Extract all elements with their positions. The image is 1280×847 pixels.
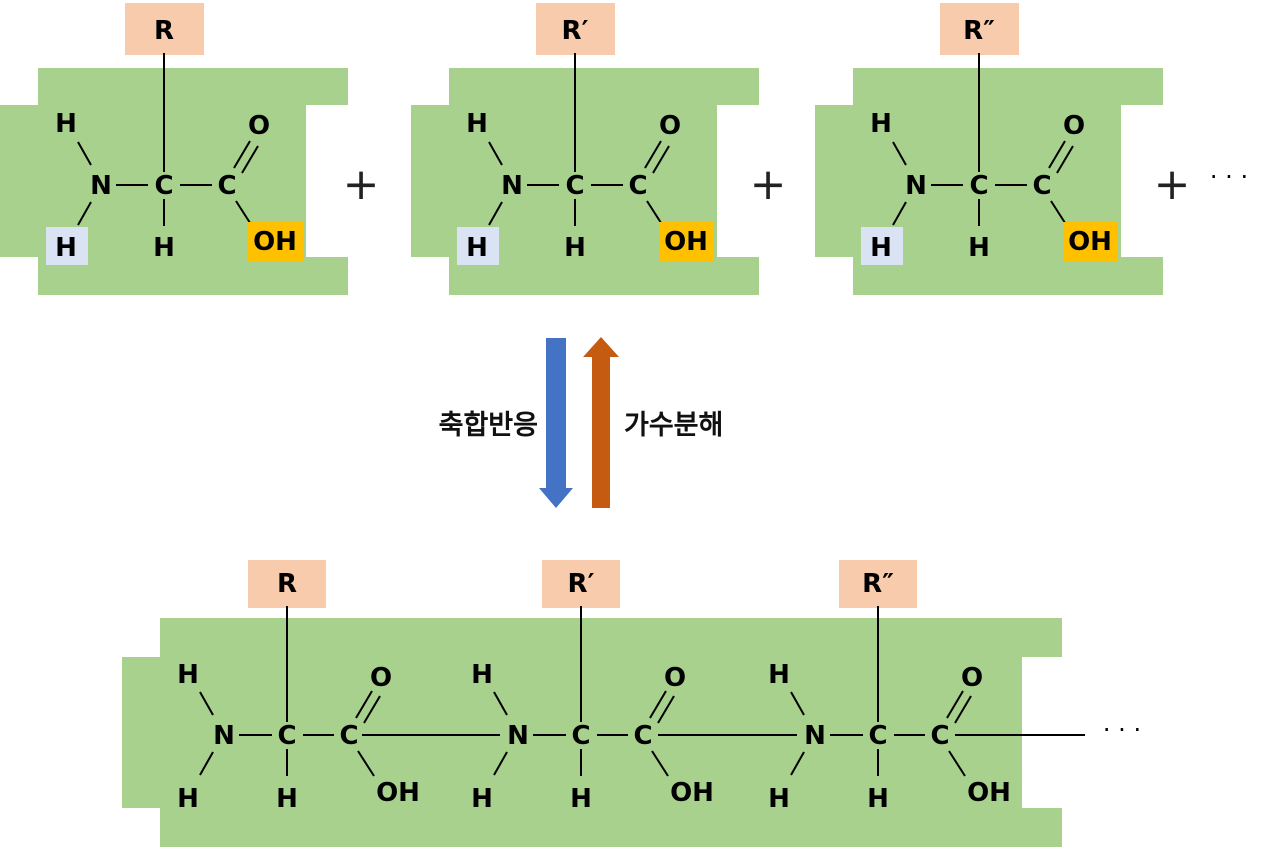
h-alpha: H: [564, 233, 586, 263]
r-group-box: [839, 560, 917, 608]
n-atom: N: [501, 171, 523, 201]
amino-acid-3: R″ H N C C O H H OH: [815, 3, 1163, 295]
oh-group: OH: [670, 778, 714, 808]
r-group-box: [542, 560, 620, 608]
plus-sign-1: +: [343, 159, 380, 210]
r-group-label: R: [154, 16, 174, 46]
c-carbonyl: C: [628, 171, 647, 201]
oh-box: [248, 222, 303, 262]
o-atom: O: [248, 111, 270, 141]
amino-acid-2: R′ H N C C O H H OH: [411, 3, 759, 295]
c-carbonyl: C: [633, 721, 652, 751]
h-alpha: H: [968, 233, 990, 263]
r-group-label: R: [277, 569, 297, 599]
oh-box: [659, 222, 714, 262]
h-bottom: H: [55, 233, 77, 263]
c-carbonyl: C: [930, 721, 949, 751]
polymer-unit-3: R″ H N C C O H H OH: [768, 560, 1011, 814]
h-box: [46, 227, 88, 265]
oh-group: OH: [664, 227, 708, 257]
o-atom: O: [961, 663, 983, 693]
n-atom: N: [213, 721, 235, 751]
oh-box: [1063, 222, 1118, 262]
n-atom: N: [507, 721, 529, 751]
c-alpha: C: [868, 721, 887, 751]
c-carbonyl: C: [1032, 171, 1051, 201]
o-atom: O: [370, 663, 392, 693]
o-atom: O: [659, 111, 681, 141]
h-alpha: H: [570, 784, 592, 814]
r-group-box: [940, 3, 1019, 55]
h-bottom: H: [768, 784, 790, 814]
r-group-box: [125, 3, 204, 55]
reaction-arrows: 축합반응 가수분해: [439, 337, 723, 508]
polymer-unit-1: R H N C C O H H OH: [177, 560, 420, 814]
h-top: H: [471, 660, 493, 690]
c-carbonyl: C: [339, 721, 358, 751]
c-carbonyl: C: [217, 171, 236, 201]
polymer-unit-2: R′ H N C C O H H OH: [471, 560, 714, 814]
n-atom: N: [905, 171, 927, 201]
r-group-label: R′: [562, 16, 589, 46]
c-alpha: C: [571, 721, 590, 751]
h-top: H: [55, 109, 77, 139]
h-alpha: H: [153, 233, 175, 263]
ellipsis-polymer: · · ·: [1103, 716, 1141, 744]
oh-group: OH: [253, 227, 297, 257]
polypeptide: · · · R H N C C O H H OH R′: [122, 560, 1141, 847]
ellipsis-top: · · ·: [1210, 163, 1248, 191]
r-group-label: R″: [862, 569, 894, 599]
condensation-arrow: [539, 338, 573, 508]
h-bottom: H: [466, 233, 488, 263]
c-alpha: C: [969, 171, 988, 201]
c-alpha: C: [277, 721, 296, 751]
hydrolysis-arrow: [583, 337, 619, 508]
o-atom: O: [1063, 111, 1085, 141]
o-atom: O: [664, 663, 686, 693]
n-atom: N: [90, 171, 112, 201]
h-top: H: [177, 660, 199, 690]
plus-sign-3: +: [1154, 159, 1191, 210]
c-alpha: C: [154, 171, 173, 201]
r-group-box: [248, 560, 326, 608]
hydrolysis-label: 가수분해: [624, 410, 723, 441]
oh-group: OH: [376, 778, 420, 808]
c-alpha: C: [565, 171, 584, 201]
condensation-label: 축합반응: [439, 410, 538, 441]
h-top: H: [870, 109, 892, 139]
h-alpha: H: [867, 784, 889, 814]
r-group-label: R′: [568, 569, 595, 599]
r-group-label: R″: [963, 16, 995, 46]
h-top: H: [768, 660, 790, 690]
oh-group: OH: [1068, 227, 1112, 257]
h-bottom: H: [177, 784, 199, 814]
n-atom: N: [804, 721, 826, 751]
oh-group: OH: [967, 778, 1011, 808]
h-box: [457, 227, 499, 265]
h-bottom: H: [471, 784, 493, 814]
plus-sign-2: +: [750, 159, 787, 210]
r-group-box: [536, 3, 615, 55]
polymer-panel: [122, 618, 1062, 847]
amino-acid-1: R H N C C O H H OH: [0, 3, 348, 295]
h-bottom: H: [870, 233, 892, 263]
h-top: H: [466, 109, 488, 139]
h-box: [861, 227, 903, 265]
h-alpha: H: [276, 784, 298, 814]
